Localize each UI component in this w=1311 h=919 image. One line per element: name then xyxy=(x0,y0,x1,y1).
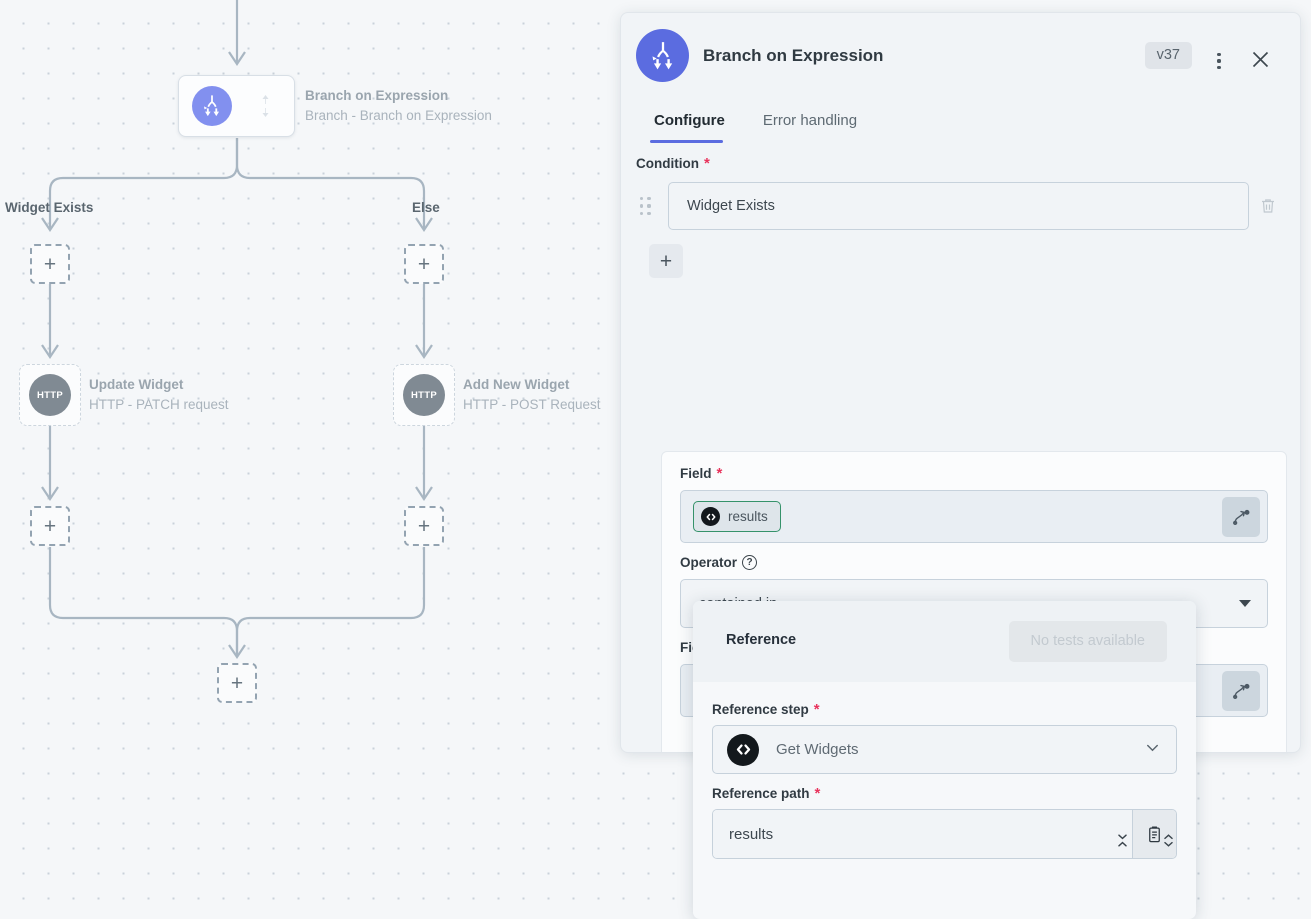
reference-popover-body: Reference step * Get Widgets Reference p… xyxy=(693,682,1196,859)
reference-popover-title: Reference xyxy=(726,632,797,648)
panel-tabs: Configure Error handling xyxy=(621,109,1300,156)
add-condition-group-button[interactable]: + xyxy=(649,244,683,278)
tab-configure[interactable]: Configure xyxy=(636,109,745,143)
version-badge[interactable]: v37 xyxy=(1144,42,1192,69)
node-subtitle: HTTP - PATCH request xyxy=(89,397,229,412)
field1-chip-label: results xyxy=(728,509,768,524)
required-marker: * xyxy=(703,154,710,172)
reference-popover-header: Reference No tests available xyxy=(693,601,1196,682)
node-title: Add New Widget xyxy=(463,377,570,392)
add-step-button-right-1[interactable]: + xyxy=(404,244,444,284)
node-subtitle: HTTP - POST Request xyxy=(463,397,601,412)
expand-icon[interactable] xyxy=(1155,827,1181,853)
reference-step-label: Reference step * xyxy=(712,702,1177,717)
collapse-icon[interactable] xyxy=(1109,827,1135,853)
canvas-node-update-widget[interactable]: HTTP xyxy=(19,364,81,426)
drag-handle-icon[interactable] xyxy=(640,197,660,215)
add-step-button-left-2[interactable]: + xyxy=(30,506,70,546)
canvas-node-add-new-widget[interactable]: HTTP xyxy=(393,364,455,426)
reference-step-value: Get Widgets xyxy=(776,741,859,758)
required-marker: * xyxy=(716,464,723,482)
field1-label-text: Field xyxy=(680,466,712,481)
branch-label-left: Widget Exists xyxy=(5,200,94,215)
branch-icon xyxy=(192,86,232,126)
add-step-button-merge[interactable]: + xyxy=(217,663,257,703)
canvas-node-add-new-widget-label: Add New Widget HTTP - POST Request xyxy=(463,377,601,412)
chevron-down-icon xyxy=(1239,600,1251,607)
node-title: Update Widget xyxy=(89,377,184,392)
node-drag-handle[interactable] xyxy=(261,95,270,117)
required-marker: * xyxy=(814,784,821,802)
http-icon: HTTP xyxy=(403,374,445,416)
required-marker: * xyxy=(813,700,820,718)
field1-chip[interactable]: results xyxy=(693,501,781,532)
page-title: Branch on Expression xyxy=(703,46,884,65)
more-options-icon[interactable] xyxy=(1208,50,1230,72)
branch-icon xyxy=(636,29,689,82)
code-icon xyxy=(727,733,759,766)
reference-popover-footer xyxy=(1109,827,1181,853)
code-icon xyxy=(701,507,720,526)
close-icon[interactable] xyxy=(1246,45,1274,73)
condition-name-input[interactable]: Widget Exists xyxy=(668,182,1249,230)
tab-error-handling[interactable]: Error handling xyxy=(762,112,858,129)
panel-header: Branch on Expression v37 xyxy=(621,13,1300,109)
http-icon: HTTP xyxy=(29,374,71,416)
field1-reference-icon[interactable] xyxy=(1222,496,1260,537)
reference-step-label-text: Reference step xyxy=(712,702,809,717)
canvas-node-branch-label: Branch on Expression Branch - Branch on … xyxy=(305,88,492,123)
reference-path-field: results xyxy=(712,809,1177,859)
delete-icon[interactable] xyxy=(1249,197,1287,215)
copy-icon[interactable] xyxy=(1132,810,1176,858)
node-title: Branch on Expression xyxy=(305,88,449,103)
condition-row: Widget Exists xyxy=(636,182,1287,230)
chevron-down-icon xyxy=(1143,738,1162,762)
field1-label: Field * xyxy=(680,466,1268,481)
help-icon[interactable]: ? xyxy=(742,555,758,570)
condition-label-text: Condition xyxy=(636,156,699,171)
add-step-button-right-2[interactable]: + xyxy=(404,506,444,546)
operator-label: Operator ? xyxy=(680,555,1268,570)
field1-input[interactable]: results xyxy=(680,490,1268,543)
reference-path-input[interactable]: results xyxy=(713,810,1132,858)
canvas-node-branch[interactable] xyxy=(178,75,295,137)
reference-path-label: Reference path * xyxy=(712,786,1177,801)
branch-label-right: Else xyxy=(412,200,440,215)
reference-popover: Reference No tests available Reference s… xyxy=(693,601,1196,919)
reference-path-label-text: Reference path xyxy=(712,786,810,801)
add-step-button-left-1[interactable]: + xyxy=(30,244,70,284)
condition-label: Condition * xyxy=(636,156,1287,171)
field2-reference-icon[interactable] xyxy=(1222,670,1260,711)
reference-step-select[interactable]: Get Widgets xyxy=(712,725,1177,774)
no-tests-available-badge: No tests available xyxy=(1008,621,1167,662)
node-subtitle: Branch - Branch on Expression xyxy=(305,108,492,123)
operator-label-text: Operator xyxy=(680,555,738,570)
canvas-node-update-widget-label: Update Widget HTTP - PATCH request xyxy=(89,377,229,412)
